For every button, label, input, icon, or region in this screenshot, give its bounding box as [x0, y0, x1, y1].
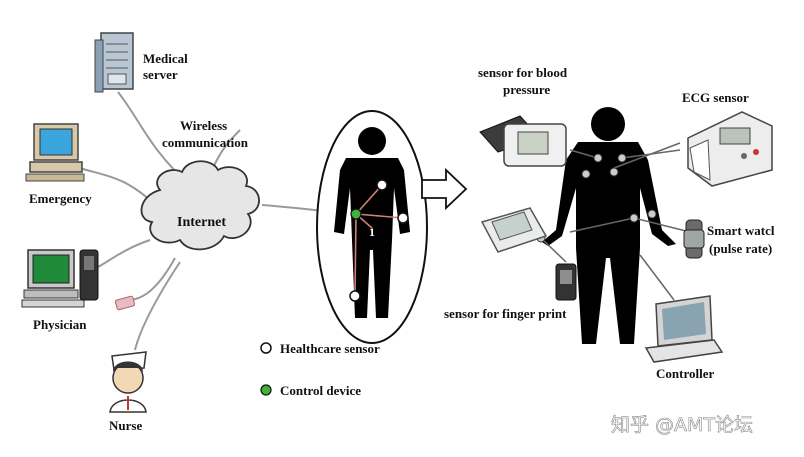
emergency-label: Emergency: [29, 191, 92, 206]
smart-watch-label: Smart watcl (pulse rate): [707, 223, 778, 256]
controller-label: Controller: [656, 366, 714, 381]
link-physician-device: [127, 257, 176, 301]
medical-server-label: Medical server: [143, 51, 191, 82]
legend-healthcare-sensor-icon: [260, 342, 272, 354]
emergency-computer-icon: [25, 123, 85, 182]
ecg-device-icon: [687, 111, 773, 187]
watermark-text: 知乎 @AMT论坛: [611, 414, 753, 436]
blood-pressure-label: sensor for blood pressure: [478, 65, 570, 97]
legend-control-device-icon: [260, 384, 272, 396]
large-body-silhouette: [542, 107, 676, 344]
ecg-label: ECG sensor: [682, 90, 749, 105]
smart-watch-icon: [683, 219, 705, 259]
node-number-label: 1: [369, 225, 375, 239]
nurse-icon: [109, 351, 147, 413]
legend-control-device-label: Control device: [280, 383, 361, 398]
physician-label: Physician: [33, 317, 87, 332]
finger-print-label: sensor for finger print: [444, 306, 567, 321]
physician-computer-icon: [21, 249, 136, 311]
legend: Healthcare sensor Control device: [260, 341, 380, 398]
link-emergency: [79, 167, 156, 206]
internet-label: Internet: [177, 215, 226, 230]
laptop-controller-icon: [644, 295, 724, 363]
phone-icon: [555, 263, 577, 301]
nurse-label: Nurse: [109, 418, 142, 433]
link-nurse: [134, 261, 181, 351]
internet-cloud-icon: [140, 160, 260, 251]
sensor-node-hand: [397, 212, 409, 224]
blood-pressure-monitor-icon: [479, 115, 567, 167]
finger-sensor-tablet-icon: [480, 207, 548, 253]
body-silhouette: [334, 127, 410, 318]
legend-healthcare-sensor-label: Healthcare sensor: [280, 341, 380, 356]
right-arrow-icon: [421, 167, 468, 211]
body-area-network: 1: [316, 110, 428, 344]
link-physician: [94, 239, 151, 269]
sensor-node-chest: [376, 179, 388, 191]
control-node: [350, 208, 362, 220]
wireless-label: Wireless communication: [162, 118, 249, 150]
sensor-node-leg: [349, 290, 361, 302]
medical-server-icon: [94, 32, 134, 93]
